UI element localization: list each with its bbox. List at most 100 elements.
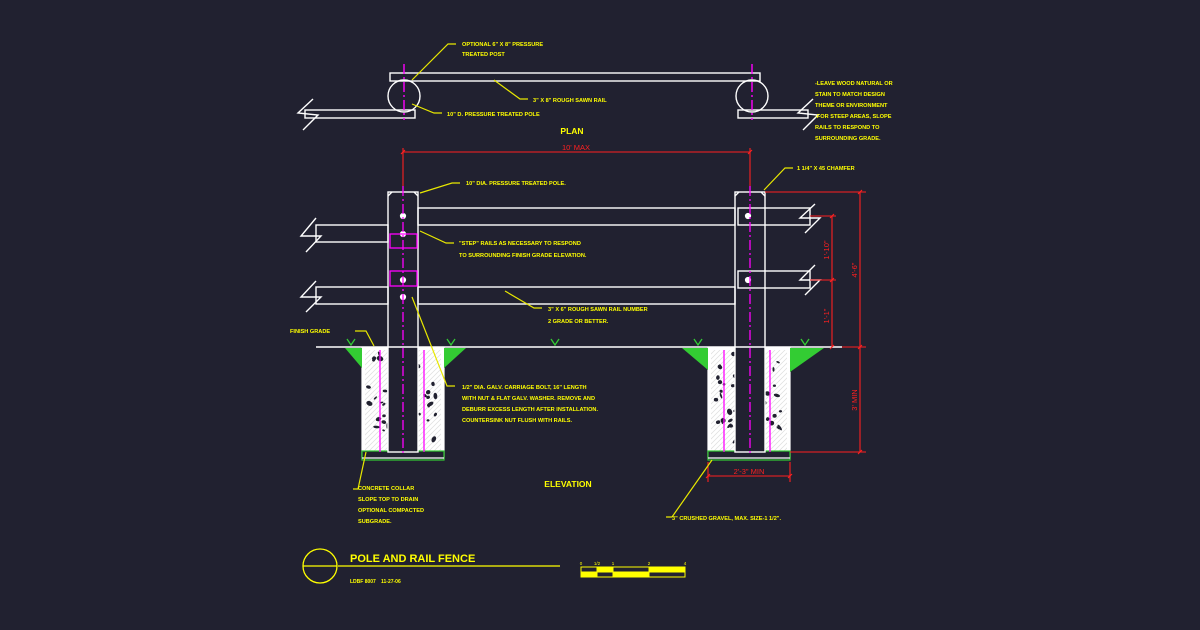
- aggregate-stone: [776, 361, 780, 364]
- elevation-text: 10" DIA. PRESSURE TREATED POLE. 1 1/4" X…: [290, 166, 855, 525]
- callout-collar-2: SLOPE TOP TO DRAIN: [358, 497, 418, 503]
- footings: [361, 347, 791, 461]
- aggregate-stone: [773, 393, 781, 398]
- scale-label-0: 0: [580, 561, 583, 566]
- aggregate-stone: [373, 425, 380, 429]
- dim-rail-spacing: 1'-10": [822, 240, 831, 259]
- aggregate-stone: [426, 395, 430, 399]
- dimension-text: 10' MAX 1'-10" 1'-1" 4'-6" 3' MIN 2'-3" …: [562, 143, 859, 476]
- sheet-id: LDBF 8007: [350, 579, 376, 585]
- aggregate-stone: [381, 420, 387, 424]
- dim-embed: 3' MIN: [850, 389, 859, 410]
- aggregate-stone: [777, 424, 782, 431]
- callout-pole: 10" DIA. PRESSURE TREATED POLE.: [466, 181, 566, 187]
- aggregate-stone: [382, 389, 388, 393]
- aggregate-stone: [719, 389, 723, 393]
- callout-collar-3: OPTIONAL COMPACTED: [358, 508, 424, 514]
- aggregate-stone: [727, 418, 733, 423]
- elev-left-stub-top: [315, 224, 389, 243]
- callout-collar-1: CONCRETE COLLAR: [358, 486, 414, 492]
- scale-label-3: 2: [648, 561, 651, 566]
- plan-top-rail: [389, 72, 761, 82]
- dim-bottom-rail: 1'-1": [822, 308, 831, 323]
- plan-note-2: STAIN TO MATCH DESIGN: [815, 92, 885, 98]
- title-block: POLE AND RAIL FENCE LDBF 8007 11-27-06 0…: [302, 548, 687, 585]
- callout-collar-4: SUBGRADE.: [358, 519, 392, 525]
- aggregate-stone: [715, 420, 721, 425]
- elevation-title: ELEVATION: [544, 479, 591, 489]
- graphic-scale: [580, 566, 686, 578]
- callout-bolt-3: DEBURR EXCESS LENGTH AFTER INSTALLATION.: [462, 407, 598, 413]
- aggregate-stone: [727, 423, 732, 429]
- dimensions: [400, 148, 866, 482]
- aggregate-stone: [772, 384, 776, 387]
- callout-chamfer: 1 1/4" X 45 CHAMFER: [797, 166, 855, 172]
- aggregate-stone: [418, 412, 421, 416]
- elevation-centerlines: [379, 186, 771, 455]
- plan-note-3: THEME OR ENVIRONMENT: [815, 103, 888, 109]
- callout-bolt-2: WITH NUT & FLAT GALV. WASHER. REMOVE AND: [462, 396, 595, 402]
- aggregate-stone: [772, 367, 775, 372]
- plan-centerlines: [403, 64, 753, 120]
- scale-label-4: 4: [684, 561, 687, 566]
- aggregate-stone: [382, 429, 385, 432]
- plan-right-break: [796, 98, 820, 131]
- aggregate-stone: [431, 436, 437, 443]
- aggregate-stone: [382, 414, 386, 418]
- aggregate-stone: [772, 413, 777, 418]
- plan-callout-post-2: TREATED POST: [462, 52, 505, 58]
- elev-left-stub-bottom: [315, 286, 389, 305]
- elev-top-rail: [417, 207, 736, 226]
- plan-note-1: -LEAVE WOOD NATURAL OR: [815, 81, 893, 87]
- callout-rail-2: 2 GRADE OR BETTER.: [548, 319, 609, 325]
- scale-label-1: 1/2: [594, 561, 601, 566]
- aggregate-stone: [426, 419, 430, 422]
- callout-bolt-4: COUNTERSINK NUT FLUSH WITH RAILS.: [462, 418, 572, 424]
- dim-span: 10' MAX: [562, 143, 590, 152]
- aggregate-stone: [730, 384, 736, 388]
- callout-gravel: 3" CRUSHED GRAVEL, MAX. SIZE-1 1/2".: [672, 516, 781, 522]
- plan-callout-pole: 10" D. PRESSURE TREATED POLE: [447, 112, 540, 118]
- elev-bottom-rail: [417, 286, 736, 305]
- aggregate-stone: [431, 381, 435, 386]
- aggregate-stone: [778, 410, 783, 413]
- aggregate-stone: [379, 401, 384, 404]
- aggregate-stone: [433, 412, 437, 417]
- plan-note-6: SURROUNDING GRADE.: [815, 136, 881, 142]
- aggregate-stone: [373, 396, 378, 400]
- plan-pole-right: [735, 79, 769, 113]
- callout-bolt-1: 1/2" DIA. GALV. CARRIAGE BOLT, 16" LENGT…: [462, 385, 587, 391]
- plan-left-break: [296, 98, 320, 131]
- callout-finish-grade: FINISH GRADE: [290, 329, 330, 335]
- callout-rail-1: 3" X 6" ROUGH SAWN RAIL NUMBER: [548, 307, 648, 313]
- plan-leaders: [411, 43, 528, 114]
- aggregate-stone: [717, 380, 723, 385]
- aggregate-stone: [366, 385, 371, 389]
- aggregate-stone: [366, 400, 373, 406]
- scale-label-2: 1: [612, 561, 615, 566]
- aggregate-stone: [726, 408, 733, 416]
- plan-note-4: -FOR STEEP AREAS, SLOPE: [815, 114, 892, 120]
- callout-step-2: TO SURROUNDING FINISH GRADE ELEVATION.: [459, 253, 587, 259]
- dim-total-height: 4'-6": [850, 262, 859, 277]
- elevation-leaders: [353, 167, 793, 518]
- plan-callout-post-1: OPTIONAL 6" X 8" PRESSURE: [462, 42, 543, 48]
- aggregate-stone: [765, 417, 770, 421]
- callout-step-1: "STEP" RAILS AS NECESSARY TO RESPOND: [459, 241, 581, 247]
- aggregate-stone: [433, 392, 438, 400]
- aggregate-stone: [427, 405, 430, 408]
- aggregate-stone: [719, 364, 722, 369]
- plan-pole-left: [387, 79, 421, 113]
- aggregate-stone: [713, 397, 719, 402]
- plan-note-5: RAILS TO RESPOND TO: [815, 125, 880, 131]
- aggregate-stone: [382, 402, 386, 406]
- drawing-date: 11-27-06: [381, 579, 401, 585]
- finish-grade: [316, 338, 842, 372]
- aggregate-stone: [425, 390, 431, 395]
- aggregate-stone: [716, 375, 720, 380]
- aggregate-stone: [372, 358, 376, 362]
- plan-text: OPTIONAL 6" X 8" PRESSURE TREATED POST 3…: [447, 42, 893, 142]
- aggregate-stone: [719, 392, 723, 399]
- drawing-title: POLE AND RAIL FENCE: [350, 553, 475, 565]
